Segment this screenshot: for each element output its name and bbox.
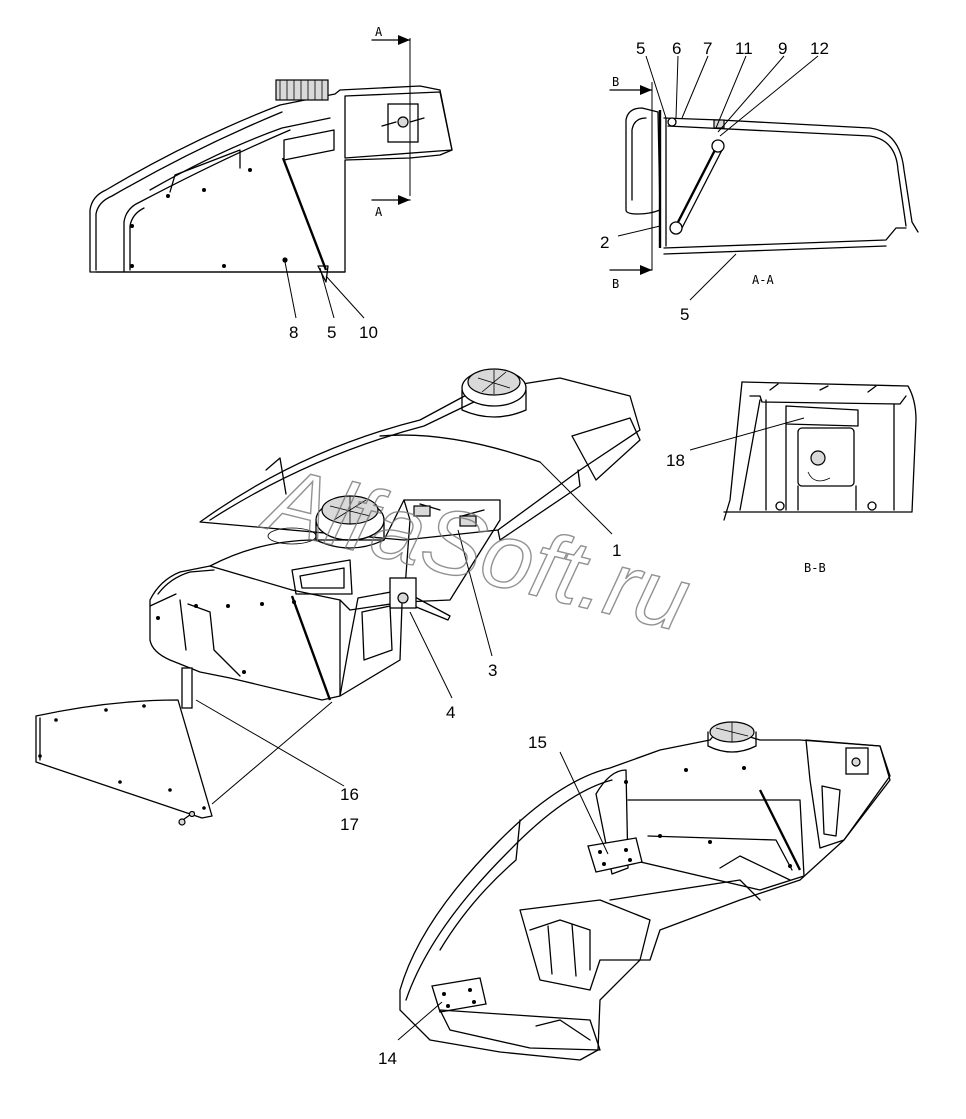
- callout-5-aa-top: 5: [636, 39, 645, 58]
- section-view-a-a: B B A-A 5 6 7 11 9 12 2 5: [600, 39, 919, 324]
- callout-10: 10: [359, 323, 378, 342]
- watermark: AlfaSoft.ru: [253, 447, 699, 651]
- b-b-latch-box: [797, 427, 855, 487]
- callout-5-aa-bottom: 5: [680, 305, 689, 324]
- callout-2: 2: [600, 233, 609, 252]
- isometric-assembly: 1 3 4: [149, 368, 641, 722]
- callout-4: 4: [446, 703, 455, 722]
- callout-17: 17: [340, 815, 359, 834]
- section-a-top: A: [375, 25, 383, 39]
- section-view-b-b: 18 B-B: [666, 381, 917, 575]
- callout-7: 7: [703, 39, 712, 58]
- callout-18: 18: [666, 451, 685, 470]
- callout-5-side: 5: [327, 323, 336, 342]
- callout-11: 11: [735, 39, 753, 58]
- filler-cap: [275, 79, 329, 101]
- underside-view: 15 14: [378, 721, 891, 1068]
- panel-detail: 16 17: [35, 667, 359, 834]
- callout-12: 12: [810, 39, 829, 58]
- seal-strip: [181, 667, 193, 709]
- callout-8: 8: [289, 323, 298, 342]
- callout-9: 9: [778, 39, 787, 58]
- latch-knob: [397, 116, 409, 128]
- callout-6: 6: [672, 39, 681, 58]
- callout-3: 3: [488, 661, 497, 680]
- side-view: A A 8 5 10: [89, 25, 453, 342]
- callout-15: 15: [528, 733, 547, 752]
- section-a-bottom: A: [375, 205, 383, 219]
- section-b-top: B: [612, 75, 619, 89]
- callout-1: 1: [612, 541, 621, 560]
- lower-mount-plate: [431, 977, 487, 1013]
- callout-16: 16: [340, 785, 359, 804]
- section-b-bottom: B: [612, 277, 619, 291]
- view-label-a-a: A-A: [752, 273, 774, 287]
- upper-mount-plate: [587, 837, 643, 873]
- callout-14: 14: [378, 1049, 397, 1068]
- view-label-b-b: B-B: [804, 561, 826, 575]
